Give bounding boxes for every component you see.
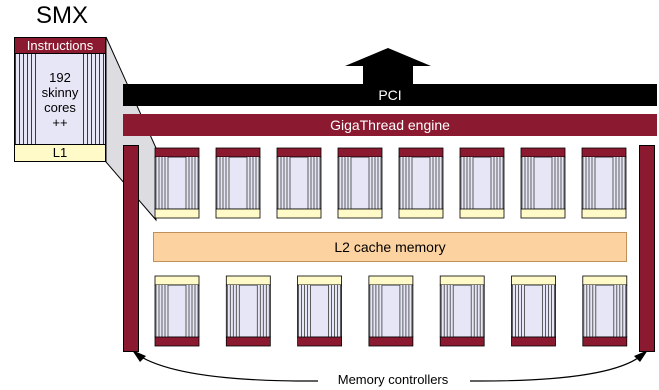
- cores-plus: ++: [52, 115, 68, 130]
- memory-controllers-label: Memory controllers: [318, 372, 468, 387]
- smx-unit-top-1-instructions: [215, 147, 261, 158]
- memory-controller-left: [123, 145, 139, 352]
- smx-unit-top-7-l1: [581, 208, 627, 219]
- smx-unit-bottom-5-instructions: [511, 336, 556, 347]
- memory-controller-arrowhead-left: [132, 350, 146, 362]
- smx-unit-bottom-6-instructions: [582, 336, 628, 347]
- memory-controller-arrow-right: [469, 354, 643, 382]
- smx-unit-top-2-l1: [276, 208, 322, 219]
- smx-title: SMX: [35, 2, 88, 29]
- smx-unit-top-2-instructions: [276, 147, 322, 158]
- smx-unit-bottom-0-instructions: [154, 336, 200, 347]
- smx-unit-top-3-l1: [337, 208, 383, 219]
- smx-unit-bottom-2-instructions: [297, 336, 343, 347]
- smx-units-group: [154, 147, 628, 347]
- pci-bar: PCI: [123, 84, 657, 106]
- smx-unit-top-6-l1: [520, 208, 566, 219]
- smx-unit-bottom-4-l1: [439, 275, 485, 286]
- gigathread-engine-bar: GigaThread engine: [123, 114, 657, 136]
- smx-unit-top-4-l1: [398, 208, 444, 219]
- smx-cores-text: 192 skinny cores ++: [37, 70, 83, 130]
- instructions-block: Instructions: [14, 37, 106, 54]
- smx-unit-top-1-l1: [215, 208, 261, 219]
- smx-unit-top-5-l1: [459, 208, 505, 219]
- smx-unit-top-7-instructions: [581, 147, 627, 158]
- smx-core-lanes-right: [83, 54, 105, 144]
- smx-unit-bottom-5-l1: [511, 275, 556, 286]
- smx-unit-top-0-l1: [154, 208, 200, 219]
- cores-count: 192: [49, 70, 71, 85]
- smx-core-lanes-left: [15, 54, 37, 144]
- smx-unit-top-4-instructions: [398, 147, 444, 158]
- smx-unit-bottom-0-l1: [154, 275, 200, 286]
- cores-skinny: skinny: [41, 85, 79, 100]
- smx-unit-top-0-instructions: [154, 147, 200, 158]
- memory-controller-arrowhead-right: [634, 350, 648, 362]
- smx-unit-top-5-instructions: [459, 147, 505, 158]
- memory-controller-right: [639, 145, 655, 352]
- cores-word: cores: [44, 100, 76, 115]
- smx-unit-bottom-6-l1: [582, 275, 628, 286]
- smx-unit-bottom-1-l1: [225, 275, 271, 286]
- smx-unit-top-6-instructions: [520, 147, 566, 158]
- l2-cache-block: L2 cache memory: [153, 232, 627, 262]
- memory-controller-arrow-left: [137, 354, 319, 382]
- pci-up-arrow: [345, 48, 431, 86]
- l1-cache-block: L1: [14, 144, 106, 162]
- smx-unit-bottom-4-instructions: [439, 336, 485, 347]
- smx-unit-bottom-1-instructions: [225, 336, 271, 347]
- smx-unit-bottom-3-l1: [368, 275, 414, 286]
- smx-unit-bottom-3-instructions: [368, 336, 414, 347]
- smx-unit-top-3-instructions: [337, 147, 383, 158]
- smx-unit-bottom-2-l1: [297, 275, 343, 286]
